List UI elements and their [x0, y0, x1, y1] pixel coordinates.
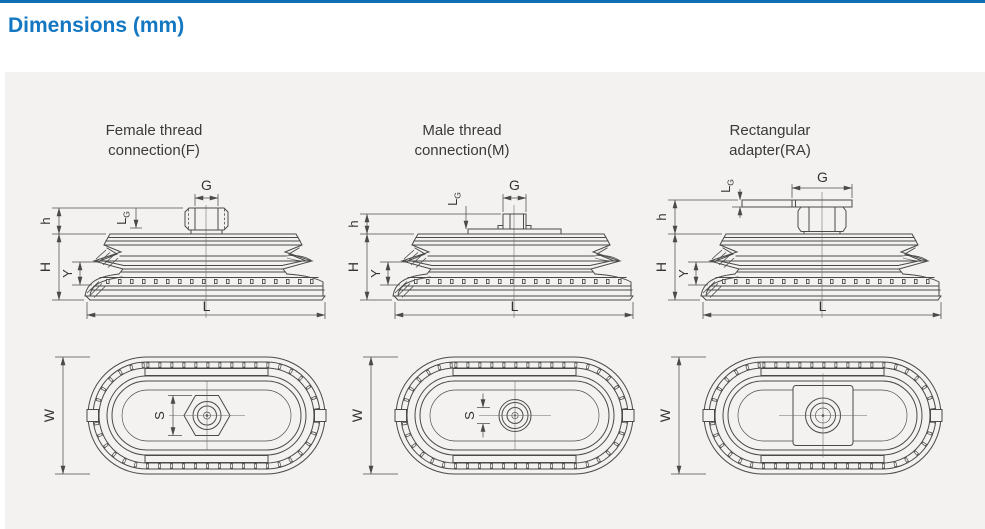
dim-label-g: G: [509, 177, 520, 193]
dim-label-w: W: [349, 408, 365, 422]
dim-label-cap-h: H: [653, 262, 669, 272]
diagram-column-female-thread: Female thread connection(F) G LG: [30, 72, 338, 492]
dimension-s: S: [462, 393, 490, 438]
dim-label-cap-h: H: [37, 262, 53, 272]
side-view-rectangular-adapter: G LG h H Y L: [653, 172, 954, 324]
dim-label-l: L: [203, 298, 211, 314]
diagram-column-male-thread: Male thread connection(M) G LG h H: [338, 72, 646, 492]
dim-label-lg: LG: [114, 211, 132, 225]
dim-label-y: Y: [676, 269, 691, 278]
dim-label-s: S: [462, 411, 477, 420]
label-line-1: Female thread: [105, 122, 203, 139]
dimension-g: G: [194, 177, 219, 206]
bottom-view-male-thread: S W: [349, 342, 646, 492]
label-line-1: Male thread: [422, 122, 502, 139]
cup-body-side: [668, 205, 941, 319]
dimension-h-small: h: [38, 207, 183, 235]
bottom-view-female-thread: S W: [41, 342, 338, 492]
label-line-1: Rectangular: [729, 122, 811, 139]
dimension-g: G: [502, 177, 527, 212]
dim-label-w: W: [41, 408, 57, 422]
dim-label-g: G: [817, 172, 828, 185]
dim-label-w: W: [657, 408, 673, 422]
page-title: Dimensions (mm): [8, 14, 185, 37]
rectangular-adapter-plate: [741, 192, 853, 235]
dimension-h-small: h: [346, 213, 501, 235]
label-line-2: adapter(RA): [729, 141, 811, 159]
center-fitting-square-adapter: [779, 373, 867, 458]
diagram-column-rectangular-adapter: Rectangular adapter(RA) G LG: [646, 72, 954, 492]
male-thread-stud: [467, 213, 562, 235]
label-line-2: connection(M): [414, 141, 510, 159]
dim-label-l: L: [511, 298, 519, 314]
dim-label-h: h: [38, 217, 53, 224]
dim-label-g: G: [201, 177, 212, 193]
bottom-view-rectangular-adapter: W: [657, 342, 954, 492]
dimension-lg: LG: [114, 208, 142, 229]
dim-label-y: Y: [368, 269, 383, 278]
dim-label-s: S: [152, 411, 167, 420]
dim-label-h: h: [346, 220, 361, 227]
dim-label-lg: LG: [445, 192, 463, 206]
center-fitting-hex-nut: [169, 381, 245, 450]
dim-label-h: h: [654, 213, 669, 220]
dim-label-l: L: [819, 298, 827, 314]
dimension-lg: LG: [718, 179, 743, 218]
dim-label-y: Y: [60, 269, 75, 278]
female-thread-nut: [184, 207, 229, 235]
center-fitting-threaded-port: [479, 380, 551, 451]
diagram-label-rectangular-adapter: Rectangular adapter(RA): [616, 121, 924, 160]
dimension-s: S: [152, 395, 192, 436]
dimension-g: G: [791, 172, 853, 198]
dimensions-panel: Female thread connection(F) G LG: [5, 72, 985, 529]
dimension-h-small: h: [654, 199, 738, 235]
top-accent-bar: [0, 0, 985, 3]
side-view-female-thread: G LG h H Y L: [37, 177, 338, 324]
side-view-male-thread: G LG h H Y L: [345, 177, 646, 324]
dim-label-lg: LG: [718, 179, 736, 193]
dim-label-cap-h: H: [345, 262, 361, 272]
label-line-2: connection(F): [108, 141, 200, 159]
diagram-label-female-thread: Female thread connection(F): [0, 121, 308, 160]
dimension-lg: LG: [445, 192, 469, 230]
diagram-label-male-thread: Male thread connection(M): [308, 121, 616, 160]
cup-body-side: [360, 205, 633, 319]
